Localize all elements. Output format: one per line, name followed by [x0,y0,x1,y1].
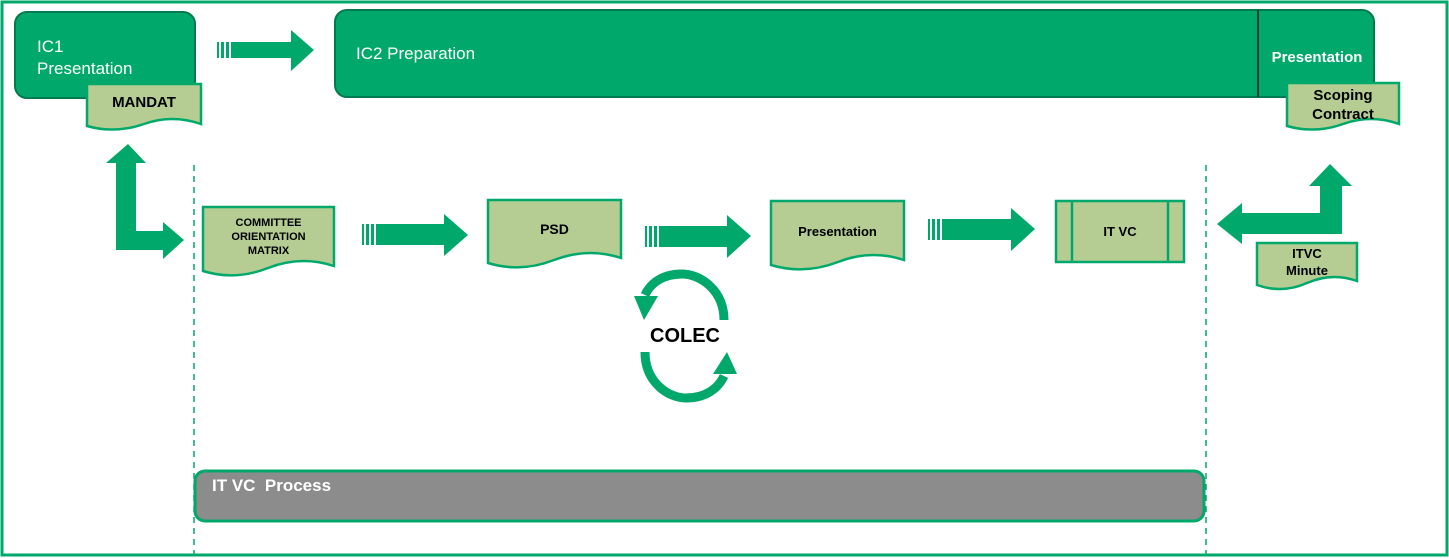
arrow-psd-to-presentation [645,215,751,258]
arrow-presentation-to-itvc [928,208,1035,251]
ic2-preparation-label: IC2 Preparation [356,44,476,63]
psd-doc [486,198,623,269]
presentation-label: Presentation [798,223,877,239]
psd-label: PSD [540,221,569,237]
ic2-bar [334,9,1375,98]
itvc-process-box [1054,199,1186,264]
committee-matrix-doc [201,205,336,277]
process-bar-label: IT VC Process [212,476,332,495]
scoping-contract-doc [1285,81,1401,131]
arrow-committee-to-psd [362,214,468,256]
mandat-doc [85,82,203,131]
itvc-process-bar [193,469,1206,523]
itvc-minute-label: ITVC Minute [1286,246,1328,278]
committee-matrix-label: COMMITTEE ORIENTATION MATRIX [231,217,306,257]
arrow-ic1-to-ic2 [217,30,314,71]
ic2-presentation-label: Presentation [1271,48,1363,66]
itvc-label: IT VC [1103,223,1137,239]
ic1-label: IC1 Presentation [37,37,133,78]
scoping-contract-label: Scoping Contract [1312,87,1374,123]
colec-cycle-icon [634,269,737,403]
presentation-doc [769,199,906,271]
colec-label: COLEC [650,324,720,347]
bent-arrow-minute-scoping [1217,164,1352,244]
bent-arrow-mandat-committee [106,144,184,259]
itvc-minute-doc [1255,241,1359,291]
mandat-label: MANDAT [112,93,176,111]
